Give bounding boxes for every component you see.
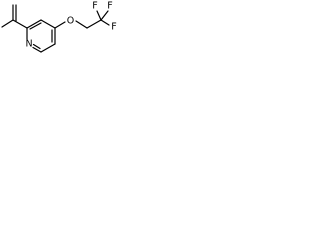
ring-bond-c3-c4 xyxy=(40,19,56,29)
cf3-fluorine-top-left-bond xyxy=(96,10,102,21)
oxygen-methylene-bond xyxy=(75,20,88,29)
cf3-fluorine-right-bond xyxy=(100,19,110,26)
acetyl-ring-bond xyxy=(12,19,28,29)
atom-labels: N O F F F xyxy=(25,1,116,50)
acetyl-group xyxy=(1,4,28,29)
fluorine-top-right-label: F xyxy=(107,1,112,12)
chemical-structure: N O F F F xyxy=(1,1,117,53)
ring-bond-c6-n xyxy=(32,46,42,53)
ring-nitrogen-label: N xyxy=(25,39,32,50)
ring-bond-c2-c3-inner xyxy=(29,22,42,30)
methylene-cf3-bond xyxy=(86,19,102,29)
ring-bond-c6-n-inner xyxy=(32,43,41,50)
methyl-bond xyxy=(1,19,14,28)
ring-bond-c2-c3 xyxy=(26,19,42,29)
trifluoroethoxy-group xyxy=(54,10,110,29)
fluorine-right-label: F xyxy=(111,22,116,33)
cf3-fluorine-top-right-bond xyxy=(100,10,109,21)
ether-oxygen-label: O xyxy=(67,16,74,27)
fluorine-top-left-label: F xyxy=(92,1,97,12)
ring-bond-c5-c6 xyxy=(40,43,56,53)
ring-oxygen-bond xyxy=(54,21,66,29)
pyridine-ring xyxy=(26,19,56,53)
